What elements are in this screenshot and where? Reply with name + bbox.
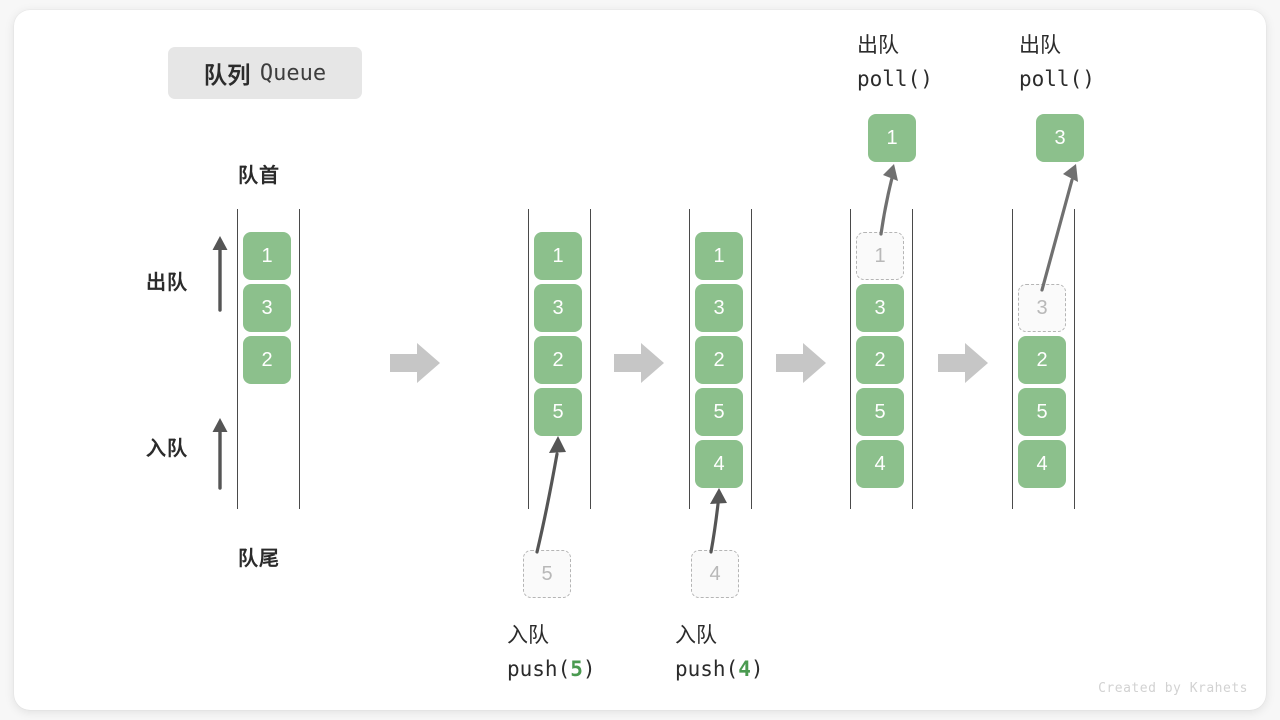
queue-cell: 3 xyxy=(534,284,582,332)
incoming-value-4: 4 xyxy=(691,550,739,598)
poll-1-caption: 出队 poll() xyxy=(857,30,933,95)
queue-rail-right xyxy=(590,209,591,509)
queue-head-label: 队首 xyxy=(238,165,280,187)
incoming-value-5: 5 xyxy=(523,550,571,598)
queue-cell: 4 xyxy=(856,440,904,488)
step-arrow-1-icon xyxy=(390,343,440,383)
polled-value-1: 1 xyxy=(868,114,916,162)
polled-value-1-text: 1 xyxy=(886,127,898,149)
queue-cell-value: 5 xyxy=(552,401,564,423)
queue-cell-value: 1 xyxy=(713,245,725,267)
title-en: Queue xyxy=(259,60,327,86)
queue-cell-value: 3 xyxy=(552,297,564,319)
queue-tail-label: 队尾 xyxy=(238,548,280,570)
queue-cell: 2 xyxy=(856,336,904,384)
queue-rail-right xyxy=(299,209,300,509)
queue-rail-right xyxy=(912,209,913,509)
queue-cell-value: 4 xyxy=(874,453,886,475)
queue-rail-left xyxy=(237,209,238,509)
queue-cell: 5 xyxy=(695,388,743,436)
dequeue-direction-label: 出队 xyxy=(146,272,188,294)
queue-rail-left xyxy=(689,209,690,509)
queue-rail-left xyxy=(528,209,529,509)
queue-cell: 1 xyxy=(243,232,291,280)
polled-value-3-text: 3 xyxy=(1054,127,1066,149)
queue-cell-value: 2 xyxy=(713,349,725,371)
push-5-caption-code: push(5) xyxy=(507,656,596,681)
queue-rail-left xyxy=(850,209,851,509)
queue-cell-value: 3 xyxy=(713,297,725,319)
push-4-caption-code: push(4) xyxy=(675,656,764,681)
queue-cell-value: 2 xyxy=(1036,349,1048,371)
queue-cell-value: 4 xyxy=(713,453,725,475)
queue-cell: 5 xyxy=(1018,388,1066,436)
step-arrow-4-icon xyxy=(938,343,988,383)
push-5-caption-cn: 入队 xyxy=(507,624,549,647)
queue-cell-value: 5 xyxy=(1036,401,1048,423)
queue-cell-value: 3 xyxy=(261,297,273,319)
push-5-arrow-icon xyxy=(535,436,566,554)
queue-cell: 3 xyxy=(856,284,904,332)
poll-1-arrow-icon xyxy=(879,164,898,236)
queue-cell: 3 xyxy=(1018,284,1066,332)
queue-cell-value: 3 xyxy=(874,297,886,319)
push-5-caption: 入队 push(5) xyxy=(507,620,596,685)
incoming-value-5-text: 5 xyxy=(541,563,553,585)
queue-cell-value: 1 xyxy=(552,245,564,267)
poll-2-arrow-icon xyxy=(1040,164,1078,292)
queue-cell: 1 xyxy=(534,232,582,280)
queue-cell-value: 1 xyxy=(261,245,273,267)
diagram-title: 队列 Queue xyxy=(168,47,362,99)
enqueue-direction-arrow-icon xyxy=(212,418,228,490)
queue-cell: 2 xyxy=(695,336,743,384)
dequeue-direction-arrow-icon xyxy=(212,236,228,312)
push-4-caption-cn: 入队 xyxy=(675,624,717,647)
push-4-arrow-icon xyxy=(709,488,727,554)
queue-cell: 2 xyxy=(1018,336,1066,384)
incoming-value-4-text: 4 xyxy=(709,563,721,585)
queue-cell: 4 xyxy=(1018,440,1066,488)
queue-rail-left xyxy=(1012,209,1013,509)
polled-value-3: 3 xyxy=(1036,114,1084,162)
queue-cell: 5 xyxy=(534,388,582,436)
queue-cell: 5 xyxy=(856,388,904,436)
poll-1-caption-cn: 出队 xyxy=(857,34,899,57)
queue-cell-value: 5 xyxy=(874,401,886,423)
queue-cell: 3 xyxy=(695,284,743,332)
queue-cell-value: 2 xyxy=(261,349,273,371)
watermark: Created by Krahets xyxy=(1098,681,1248,696)
queue-cell-value: 4 xyxy=(1036,453,1048,475)
queue-cell-value: 3 xyxy=(1036,297,1048,319)
queue-cell: 4 xyxy=(695,440,743,488)
queue-cell: 1 xyxy=(856,232,904,280)
poll-2-caption: 出队 poll() xyxy=(1019,30,1095,95)
poll-2-caption-code: poll() xyxy=(1019,66,1095,91)
queue-cell: 2 xyxy=(243,336,291,384)
queue-rail-right xyxy=(1074,209,1075,509)
step-arrow-3-icon xyxy=(776,343,826,383)
enqueue-direction-label: 入队 xyxy=(146,438,188,460)
queue-cell-value: 1 xyxy=(874,245,886,267)
queue-cell-value: 2 xyxy=(552,349,564,371)
title-cn: 队列 xyxy=(203,62,251,88)
queue-rail-right xyxy=(751,209,752,509)
queue-cell: 1 xyxy=(695,232,743,280)
queue-cell-value: 2 xyxy=(874,349,886,371)
push-4-caption: 入队 push(4) xyxy=(675,620,764,685)
queue-cell: 3 xyxy=(243,284,291,332)
poll-1-caption-code: poll() xyxy=(857,66,933,91)
poll-2-caption-cn: 出队 xyxy=(1019,34,1061,57)
queue-cell: 2 xyxy=(534,336,582,384)
queue-cell-value: 5 xyxy=(713,401,725,423)
step-arrow-2-icon xyxy=(614,343,664,383)
